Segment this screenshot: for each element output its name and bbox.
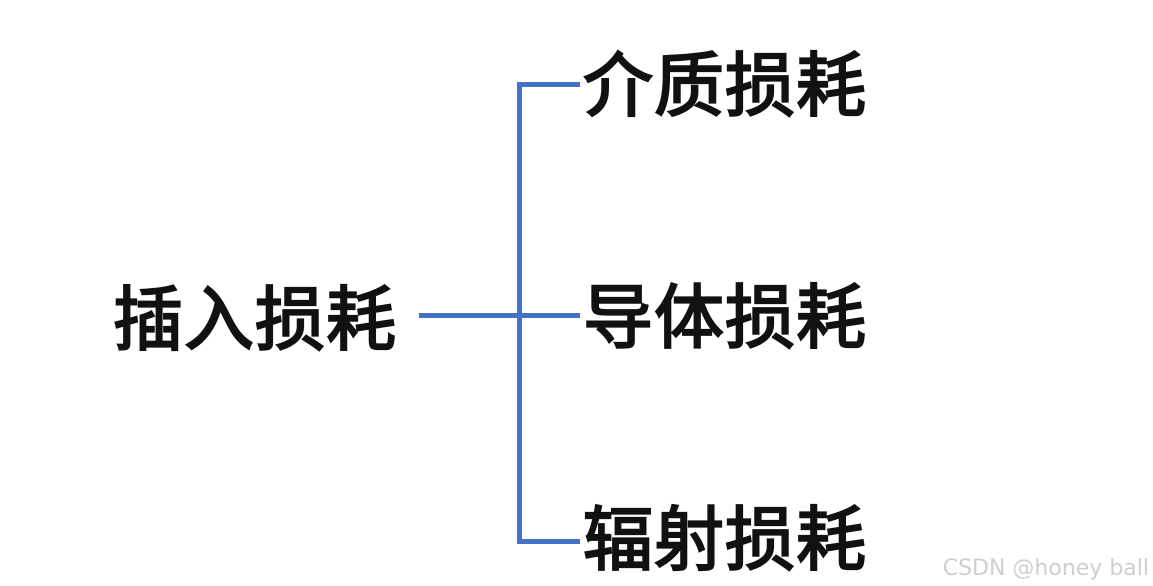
root-node-label: 插入损耗 (113, 279, 397, 361)
connector-bottom-branch-line (517, 539, 580, 544)
connector-root-line (419, 313, 580, 318)
connector-top-branch-line (517, 82, 580, 87)
branch-label-conductor-loss: 导体损耗 (583, 277, 867, 359)
branch-label-radiation-loss: 辐射损耗 (583, 499, 867, 581)
connector-trunk-line (517, 82, 522, 544)
csdn-watermark: CSDN @honey ball (942, 556, 1149, 581)
branch-label-dielectric-loss: 介质损耗 (583, 45, 867, 127)
